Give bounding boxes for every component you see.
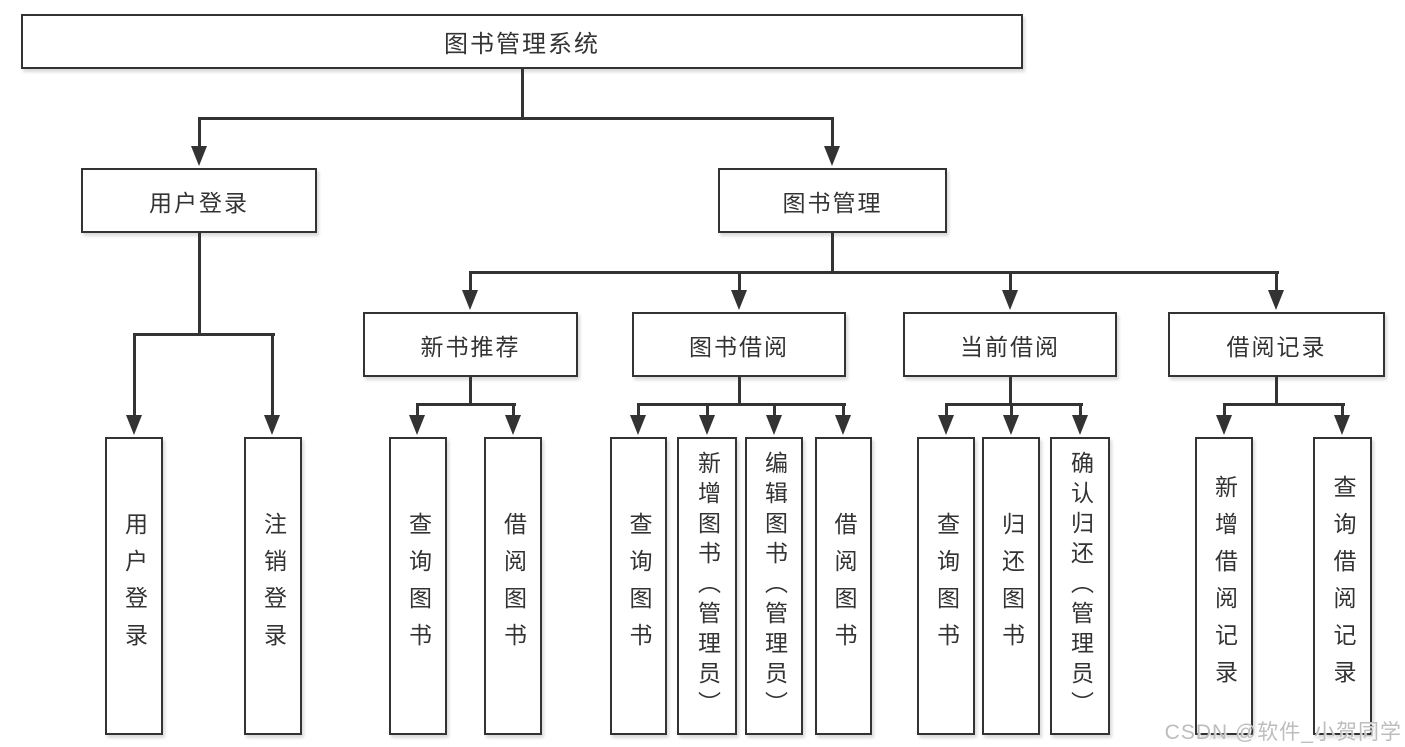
leaf-label: 归还图书 [998,512,1025,660]
leaf-label: 查询图书 [405,512,432,660]
connector-leaf-line [415,403,419,416]
arrow-down-icon [824,146,840,166]
connector-leaf-line [636,403,640,416]
connector-leaf-line [1340,403,1344,416]
connector-leaf-line [737,271,741,292]
connector-to-book-management [830,117,834,148]
connector-leaf-line [772,403,776,416]
arrow-down-icon [1002,290,1018,310]
leaf-label: 注销登录 [260,512,287,660]
leaf-query-books: 查询图书 [389,437,447,735]
arrow-down-icon [630,415,646,435]
connector-leaf-line [132,333,136,416]
connector-book-mgmt-stub [830,233,834,274]
connector-leaf-line [1274,271,1278,292]
node-new-book-recommend: 新书推荐 [363,312,578,377]
connector-leaf-line [511,403,515,416]
connector-records-hline [1222,403,1345,406]
arrow-down-icon [191,146,207,166]
leaf-logout: 注销登录 [244,437,302,735]
csdn-watermark: CSDN @软件_小贺同学 [1164,721,1402,744]
connector-leaf-line [1008,271,1012,292]
node-label: 图书管理系统 [444,31,600,58]
leaf-label: 编辑图书（管理员） [761,451,788,721]
arrow-down-icon [1334,415,1350,435]
leaf-confirm-return-admin: 确认归还（管理员） [1050,437,1110,735]
connector-leaf-line [468,271,472,292]
connector-leaf-line [944,403,948,416]
connector-recommend-hline [415,403,516,406]
leaf-query-books: 查询图书 [917,437,975,735]
node-library-management-system: 图书管理系统 [21,14,1023,69]
arrow-down-icon [505,415,521,435]
connector-user-login-stub [197,233,201,336]
arrow-down-icon [1003,415,1019,435]
node-label: 图书管理 [782,189,883,216]
leaf-borrow-books: 借阅图书 [484,437,542,735]
leaf-add-borrow-record: 新增借阅记录 [1195,437,1253,735]
leaf-label: 借阅图书 [831,512,857,660]
leaf-label: 借阅图书 [500,512,527,660]
node-label: 借阅记录 [1226,333,1327,360]
arrow-down-icon [1216,415,1232,435]
leaf-label: 查询图书 [933,512,960,660]
node-label: 图书借阅 [689,333,789,360]
connector-current-stub [1008,377,1012,406]
leaf-label: 新增借阅记录 [1211,475,1238,697]
leaf-label: 查询借阅记录 [1330,475,1356,697]
connector-leaf-line [1222,403,1226,416]
node-label: 当前借阅 [960,333,1060,360]
leaf-borrow-books: 借阅图书 [815,437,872,735]
connector-book-mgmt-hline [468,271,1279,274]
connector-current-hline [944,403,1083,406]
arrow-down-icon [126,415,142,435]
arrow-down-icon [766,415,782,435]
leaf-query-books: 查询图书 [610,437,667,735]
connector-root-hline [197,117,834,120]
node-book-borrowing: 图书借阅 [632,312,846,377]
connector-leaf-line [841,403,845,416]
node-current-borrowing: 当前借阅 [903,312,1117,377]
arrow-down-icon [409,415,425,435]
leaf-label: 查询图书 [626,512,652,660]
leaf-edit-books-admin: 编辑图书（管理员） [745,437,803,735]
arrow-down-icon [731,290,747,310]
leaf-return-books: 归还图书 [982,437,1040,735]
connector-user-login-hline [132,333,275,336]
leaf-label: 确认归还（管理员） [1067,451,1094,721]
leaf-add-books-admin: 新增图书（管理员） [677,437,737,735]
arrow-down-icon [264,415,280,435]
connector-root-stub [520,69,524,119]
connector-leaf-line [705,403,709,416]
connector-recommend-stub [468,377,472,406]
connector-to-user-login [197,117,201,148]
arrow-down-icon [1268,290,1284,310]
arrow-down-icon [462,290,478,310]
node-borrowing-records: 借阅记录 [1168,312,1385,377]
connector-borrowing-stub [737,377,741,406]
node-user-login: 用户登录 [81,168,317,233]
node-label: 新书推荐 [420,333,521,360]
leaf-label: 新增图书（管理员） [694,451,721,721]
arrow-down-icon [1072,415,1088,435]
connector-records-stub [1274,377,1278,406]
arrow-down-icon [938,415,954,435]
arrow-down-icon [699,415,715,435]
leaf-label: 用户登录 [121,512,148,660]
leaf-user-login: 用户登录 [105,437,163,735]
node-label: 用户登录 [149,189,249,216]
connector-leaf-line [270,333,274,416]
connector-leaf-line [1078,403,1082,416]
connector-borrowing-hline [636,403,846,406]
arrow-down-icon [835,415,851,435]
connector-leaf-line [1009,403,1013,416]
leaf-query-borrow-record: 查询借阅记录 [1313,437,1372,735]
node-book-management: 图书管理 [718,168,947,233]
